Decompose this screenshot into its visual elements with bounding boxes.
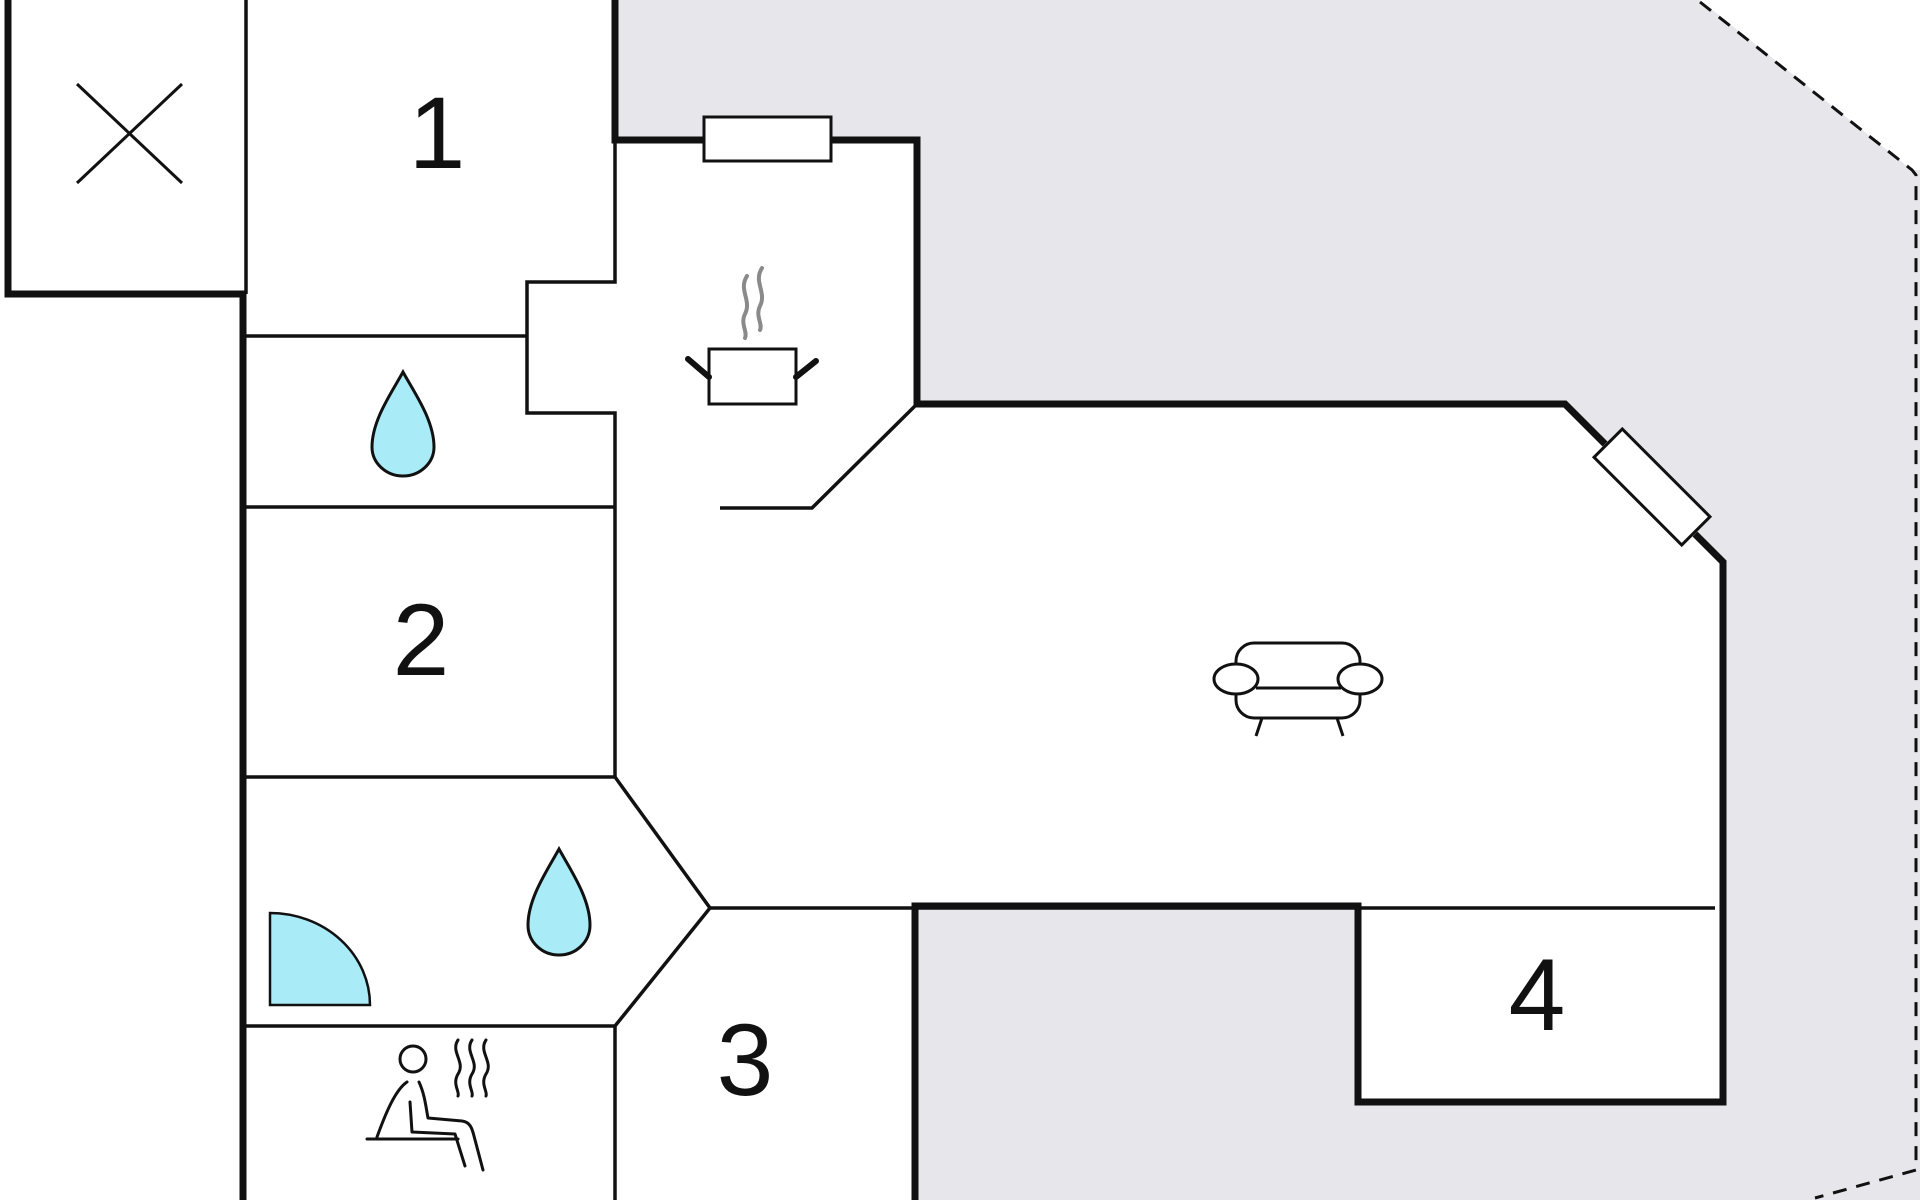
sofa-icon bbox=[1212, 641, 1384, 737]
window-top bbox=[702, 115, 833, 163]
room-number-1: 1 bbox=[409, 76, 466, 190]
plot-boundary-dashed bbox=[1699, 0, 1918, 1200]
outdoor-area bbox=[615, 0, 1920, 1200]
cooking-pot-icon bbox=[685, 266, 819, 406]
window-diagonal bbox=[1591, 426, 1713, 548]
sauna-icon bbox=[365, 1038, 490, 1172]
room-number-3: 3 bbox=[717, 1003, 774, 1117]
room-number-2: 2 bbox=[393, 583, 450, 697]
water-drop-icon bbox=[370, 368, 436, 478]
room-number-4: 4 bbox=[1509, 938, 1566, 1052]
interior-walls bbox=[244, 0, 1715, 1200]
water-drop-icon bbox=[526, 845, 592, 957]
cross-mark-icon bbox=[75, 82, 184, 185]
shower-tray-icon bbox=[268, 911, 372, 1007]
